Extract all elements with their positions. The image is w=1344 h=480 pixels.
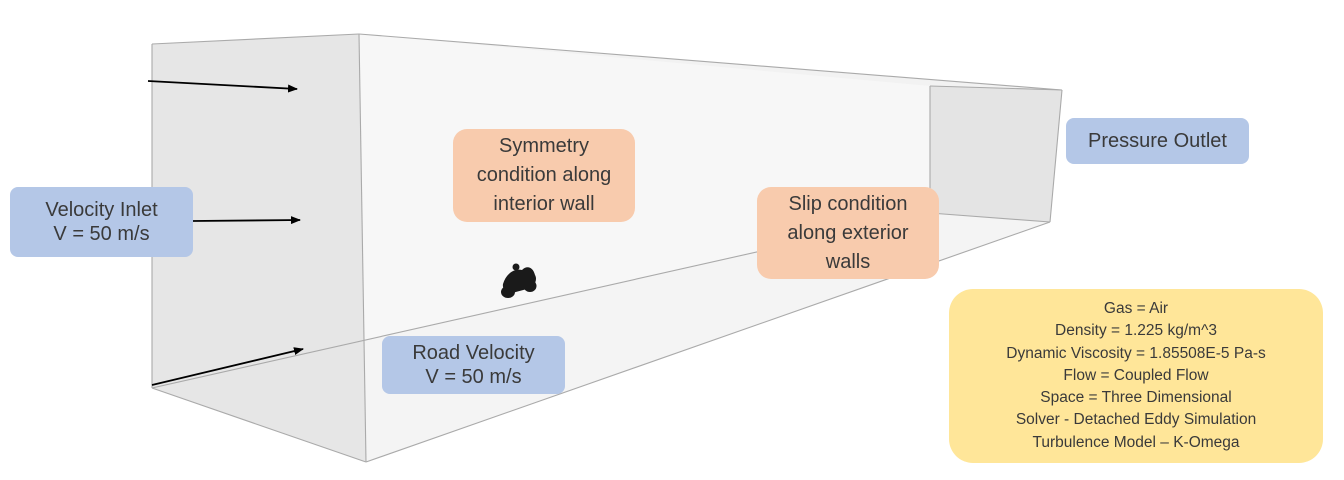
arrow-icon <box>192 216 301 225</box>
velocity-inlet-title: Velocity Inlet <box>45 199 158 221</box>
velocity-inlet-label: Velocity Inlet V = 50 m/s <box>10 187 193 257</box>
property-space: Space = Three Dimensional <box>1040 389 1232 407</box>
slip-condition-label: Slip condition along exterior walls <box>757 187 939 279</box>
property-viscosity: Dynamic Viscosity = 1.85508E-5 Pa-s <box>1006 344 1266 362</box>
fluid-properties-box: Gas = Air Density = 1.225 kg/m^3 Dynamic… <box>949 289 1323 463</box>
arrow-icon <box>147 80 298 93</box>
property-solver: Solver - Detached Eddy Simulation <box>1015 411 1257 429</box>
flow-arrows <box>147 80 304 386</box>
property-flow: Flow = Coupled Flow <box>1063 366 1209 384</box>
symmetry-line-2: condition along <box>476 164 612 186</box>
outlet-face <box>930 86 1062 222</box>
motorcycle-icon <box>501 263 537 298</box>
arrow-icon <box>151 347 304 386</box>
property-gas: Gas = Air <box>1103 300 1169 318</box>
symmetry-condition-label: Symmetry condition along interior wall <box>453 129 635 222</box>
symmetry-line-1: Symmetry <box>499 135 589 157</box>
property-density: Density = 1.225 kg/m^3 <box>1055 322 1217 340</box>
road-velocity-value: V = 50 m/s <box>425 366 522 388</box>
road-velocity-label: Road Velocity V = 50 m/s <box>382 336 565 394</box>
pressure-outlet-title: Pressure Outlet <box>1088 130 1227 152</box>
property-turbulence: Turbulence Model – K-Omega <box>1032 433 1240 451</box>
slip-line-3: walls <box>825 250 871 273</box>
slip-line-1: Slip condition <box>788 192 908 215</box>
inlet-face <box>152 34 366 462</box>
pressure-outlet-label: Pressure Outlet <box>1066 118 1249 164</box>
slip-line-2: along exterior <box>787 221 909 244</box>
velocity-inlet-value: V = 50 m/s <box>53 223 150 245</box>
road-velocity-title: Road Velocity <box>412 342 535 364</box>
symmetry-line-3: interior wall <box>493 193 595 215</box>
